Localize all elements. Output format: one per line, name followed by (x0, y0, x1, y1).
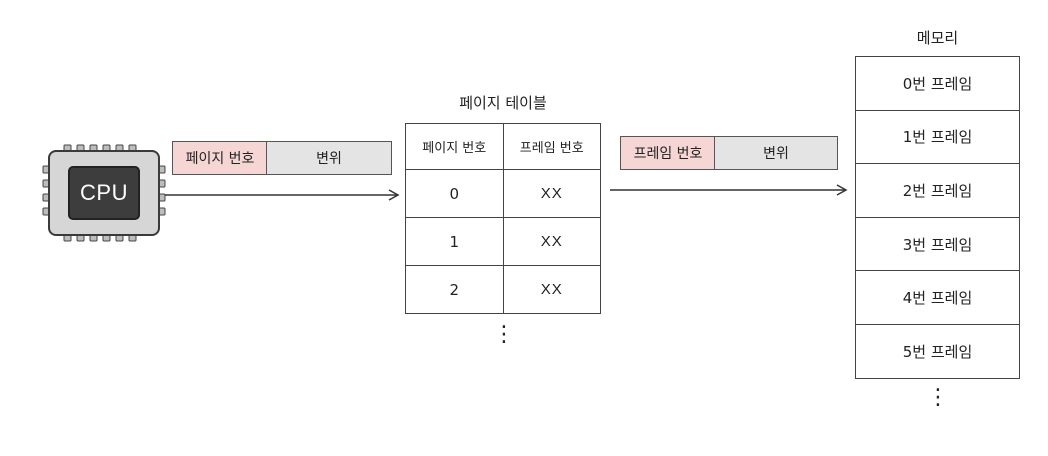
page-table-frame-cell: XX (502, 265, 601, 314)
page-table-page-cell: 0 (405, 169, 504, 218)
page-table-continuation: ⋮ (493, 322, 515, 347)
memory-frame: 2번 프레임 (856, 164, 1019, 218)
page-table-header-row: 페이지 번호 프레임 번호 (405, 123, 601, 170)
memory-continuation: ⋮ (927, 385, 949, 410)
page-table-page-cell: 1 (405, 217, 504, 266)
cpu-label: CPU (68, 166, 140, 220)
page-table-header-page: 페이지 번호 (405, 123, 504, 170)
page-table-frame-cell: XX (502, 169, 601, 218)
chip-pins (42, 144, 166, 242)
memory-frame: 4번 프레임 (856, 271, 1019, 325)
table-row: 0 XX (405, 169, 601, 218)
table-row: 1 XX (405, 217, 601, 266)
page-table-title: 페이지 테이블 (459, 94, 547, 112)
page-table-page-cell: 2 (405, 265, 504, 314)
memory-frame: 3번 프레임 (856, 218, 1019, 272)
page-table: 페이지 번호 프레임 번호 0 XX 1 XX 2 XX (405, 123, 601, 314)
table-row: 2 XX (405, 265, 601, 314)
physical-offset: 변위 (714, 136, 838, 170)
memory-frames: 0번 프레임 1번 프레임 2번 프레임 3번 프레임 4번 프레임 5번 프레… (855, 56, 1020, 379)
memory-frame: 0번 프레임 (856, 57, 1019, 111)
logical-page-number: 페이지 번호 (172, 141, 268, 175)
memory-frame: 5번 프레임 (856, 325, 1019, 379)
page-table-header-frame: 프레임 번호 (502, 123, 601, 170)
memory-frame: 1번 프레임 (856, 111, 1019, 165)
logical-offset: 변위 (266, 141, 392, 175)
physical-frame-number: 프레임 번호 (620, 136, 716, 170)
page-table-frame-cell: XX (502, 217, 601, 266)
memory-title: 메모리 (916, 29, 959, 47)
